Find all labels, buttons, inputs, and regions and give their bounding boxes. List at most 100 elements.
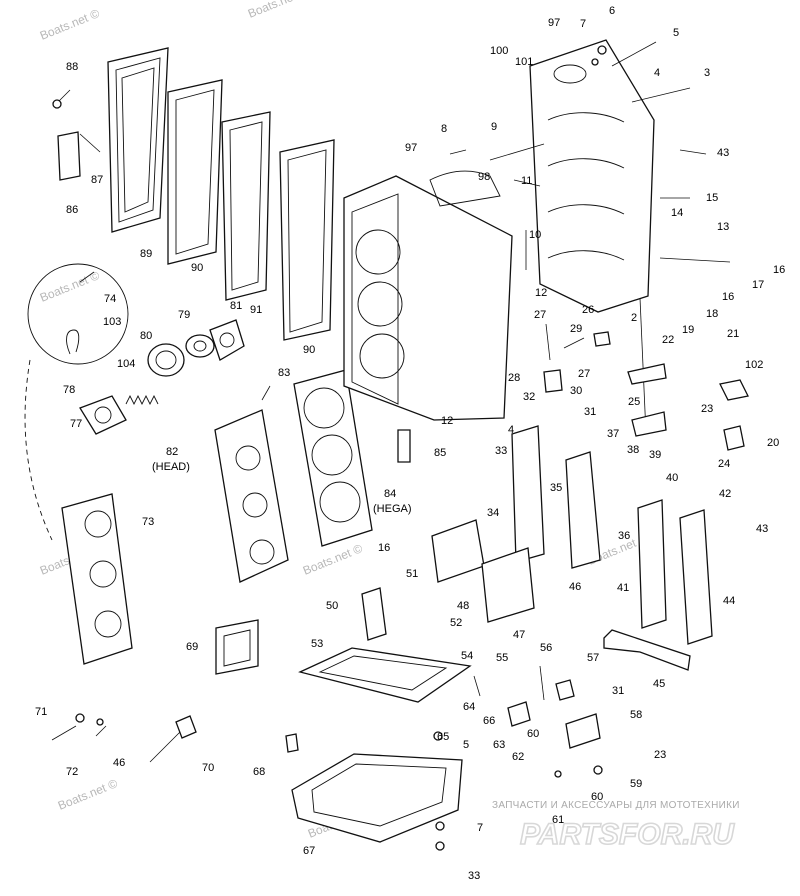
- callout-label: 47: [513, 629, 525, 641]
- cylinder-block: [343, 170, 513, 421]
- callout-label: 39: [649, 449, 661, 461]
- callout-label: 16: [378, 542, 390, 554]
- cylinder-head: [214, 409, 289, 583]
- exhaust-gasket-inner: [279, 139, 335, 341]
- callout-label: 102: [745, 359, 763, 371]
- callout-label: 55: [496, 652, 508, 664]
- callout-label: 33: [495, 445, 507, 457]
- callout-label: 11: [521, 175, 532, 187]
- callout-label: 50: [326, 600, 338, 612]
- callout-label: 74: [104, 293, 116, 305]
- callout-label: 90: [303, 344, 315, 356]
- callout-label: 5: [673, 27, 679, 39]
- block-bolts: [659, 149, 731, 263]
- thermostat: [147, 343, 185, 377]
- bracket: [361, 587, 387, 641]
- callout-label: 61: [552, 814, 564, 826]
- callout-label: 65: [437, 731, 449, 743]
- callout-label: 23: [701, 403, 713, 415]
- callout-label: 60: [591, 791, 603, 803]
- detail-circle: [27, 263, 129, 365]
- callout-label: 56: [540, 642, 552, 654]
- callout-label: 21: [727, 328, 739, 340]
- thermostat-housing: [209, 319, 245, 361]
- callout-label: 46: [569, 581, 581, 593]
- callout-label: 53: [311, 638, 323, 650]
- transfer-cover-a: [511, 425, 545, 563]
- cover-bolt: [52, 89, 71, 109]
- callout-label: 13: [717, 221, 729, 233]
- callout-label: 57: [587, 652, 599, 664]
- callout-label: 29: [570, 323, 582, 335]
- thermostat-cover: [79, 395, 127, 435]
- callout-label: 90: [191, 262, 203, 274]
- transfer-cover-d: [679, 509, 713, 645]
- callout-label: (HEAD): [152, 461, 190, 473]
- callout-label: 58: [630, 709, 642, 721]
- decal: [215, 619, 259, 675]
- thermostat-gasket: [185, 334, 215, 358]
- callout-label: 54: [461, 650, 473, 662]
- callout-label: 2: [631, 312, 637, 324]
- spark-plug: [149, 715, 197, 763]
- callout-label: 67: [303, 845, 315, 857]
- callout-label: (HEGA): [373, 503, 412, 515]
- callout-label: 26: [582, 304, 594, 316]
- callout-label: 43: [717, 147, 729, 159]
- fitting: [285, 733, 299, 753]
- callout-label: 51: [406, 568, 418, 580]
- callout-label: 25: [628, 396, 640, 408]
- callout-label: 43: [756, 523, 768, 535]
- bypass-cover: [24, 359, 133, 665]
- adapter-gasket: [298, 647, 472, 703]
- callout-label: 36: [618, 530, 630, 542]
- hose-section: [603, 629, 691, 671]
- crankcase-bolts: [591, 41, 691, 103]
- callout-label: 81: [230, 300, 242, 312]
- callout-label: 17: [752, 279, 764, 291]
- callout-label: 24: [718, 458, 730, 470]
- lever-assembly: [473, 665, 601, 749]
- head-gasket: [293, 369, 373, 547]
- callout-label: 73: [142, 516, 154, 528]
- reed-plate: [431, 519, 485, 583]
- callout-label: 72: [66, 766, 78, 778]
- callout-label: 52: [450, 617, 462, 629]
- shop-tagline: ЗАПЧАСТИ И АКСЕССУАРЫ ДЛЯ МОТОТЕХНИКИ: [492, 800, 740, 811]
- callout-label: 100: [490, 45, 508, 57]
- callout-label: 3: [704, 67, 710, 79]
- callout-label: 34: [487, 507, 499, 519]
- callout-label: 78: [63, 384, 75, 396]
- exhaust-divider-plate: [221, 111, 271, 301]
- screws-small: [433, 731, 603, 851]
- callout-label: 91: [250, 304, 262, 316]
- crankcase-cover: [529, 39, 655, 313]
- transfer-cover-b: [565, 451, 601, 569]
- callout-label: 71: [35, 706, 47, 718]
- callout-label: 28: [508, 372, 520, 384]
- callout-label: 41: [617, 582, 629, 594]
- shop-logo: PARTSFOR.RU: [520, 818, 735, 851]
- callout-label: 83: [278, 367, 290, 379]
- callout-label: 97: [405, 142, 417, 154]
- watermark-text: Boats.net ©: [38, 6, 102, 43]
- cover-screw: [79, 133, 101, 153]
- callout-label: 86: [66, 204, 78, 216]
- exhaust-cover-plate: [107, 47, 169, 233]
- callout-label: 48: [457, 600, 469, 612]
- callout-label: 33: [468, 870, 480, 882]
- callout-label: 20: [767, 437, 779, 449]
- callout-label: 18: [706, 308, 718, 320]
- callout-label: 7: [580, 18, 586, 30]
- callout-label: 70: [202, 762, 214, 774]
- callout-label: 32: [523, 391, 535, 403]
- callout-label: 68: [253, 766, 265, 778]
- callout-label: 14: [671, 207, 683, 219]
- callout-label: 77: [70, 418, 82, 430]
- watermark-text: Boats.net ©: [301, 541, 365, 578]
- callout-label: 101: [515, 56, 533, 68]
- callout-label: 84: [384, 488, 396, 500]
- shop-banner: ЗАПЧАСТИ И АКСЕССУАРЫ ДЛЯ МОТОТЕХНИКИ PA…: [492, 800, 740, 852]
